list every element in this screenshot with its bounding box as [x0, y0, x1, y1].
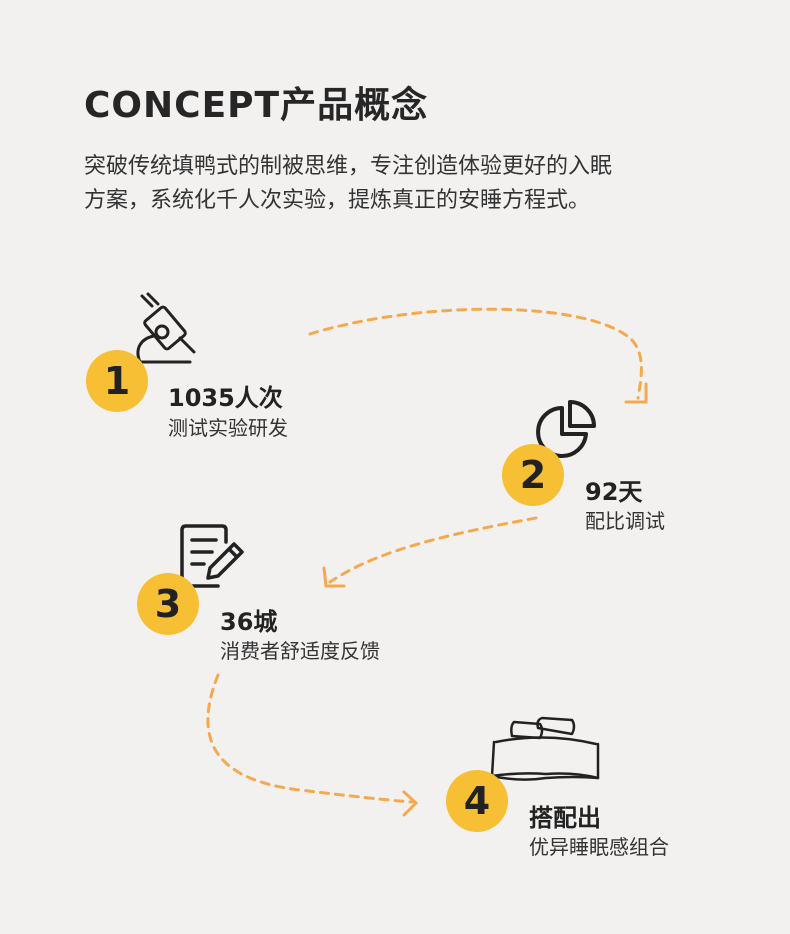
step-3-heading: 36城 [220, 608, 278, 636]
page-title: CONCEPT产品概念 [84, 85, 429, 126]
step-4-heading: 搭配出 [529, 804, 601, 832]
step-2-subtitle: 配比调试 [585, 509, 665, 533]
step-3-badge [137, 573, 199, 635]
connector-3-4 [206, 673, 414, 804]
bed-icon [490, 716, 602, 790]
step-2-number: 2 [519, 453, 547, 497]
description-line-1: 突破传统填鸭式的制被思维，专注创造体验更好的入眠 [84, 154, 613, 179]
step-4-subtitle: 优异睡眠感组合 [529, 835, 669, 859]
step-2-badge [502, 444, 564, 506]
step-4-badge [446, 770, 508, 832]
arrowhead-3 [322, 566, 346, 588]
step-1-badge [86, 350, 148, 412]
description-line-2: 方案，系统化千人次实验，提炼真正的安睡方程式。 [84, 188, 591, 213]
step-2-heading: 92天 [585, 478, 643, 506]
step-3-number: 3 [154, 582, 182, 626]
step-3-subtitle: 消费者舒适度反馈 [220, 639, 380, 663]
step-4-number: 4 [463, 779, 491, 823]
connector-1-2 [308, 307, 643, 400]
description: 突破传统填鸭式的制被思维，专注创造体验更好的入眠 方案，系统化千人次实验，提炼真… [84, 150, 724, 218]
arrowhead-2 [624, 382, 648, 404]
step-1-number: 1 [103, 359, 131, 403]
arrowhead-4 [402, 790, 419, 817]
connector-2-3 [328, 516, 538, 584]
step-1-heading: 1035人次 [168, 384, 283, 412]
step-1-subtitle: 测试实验研发 [168, 416, 288, 440]
